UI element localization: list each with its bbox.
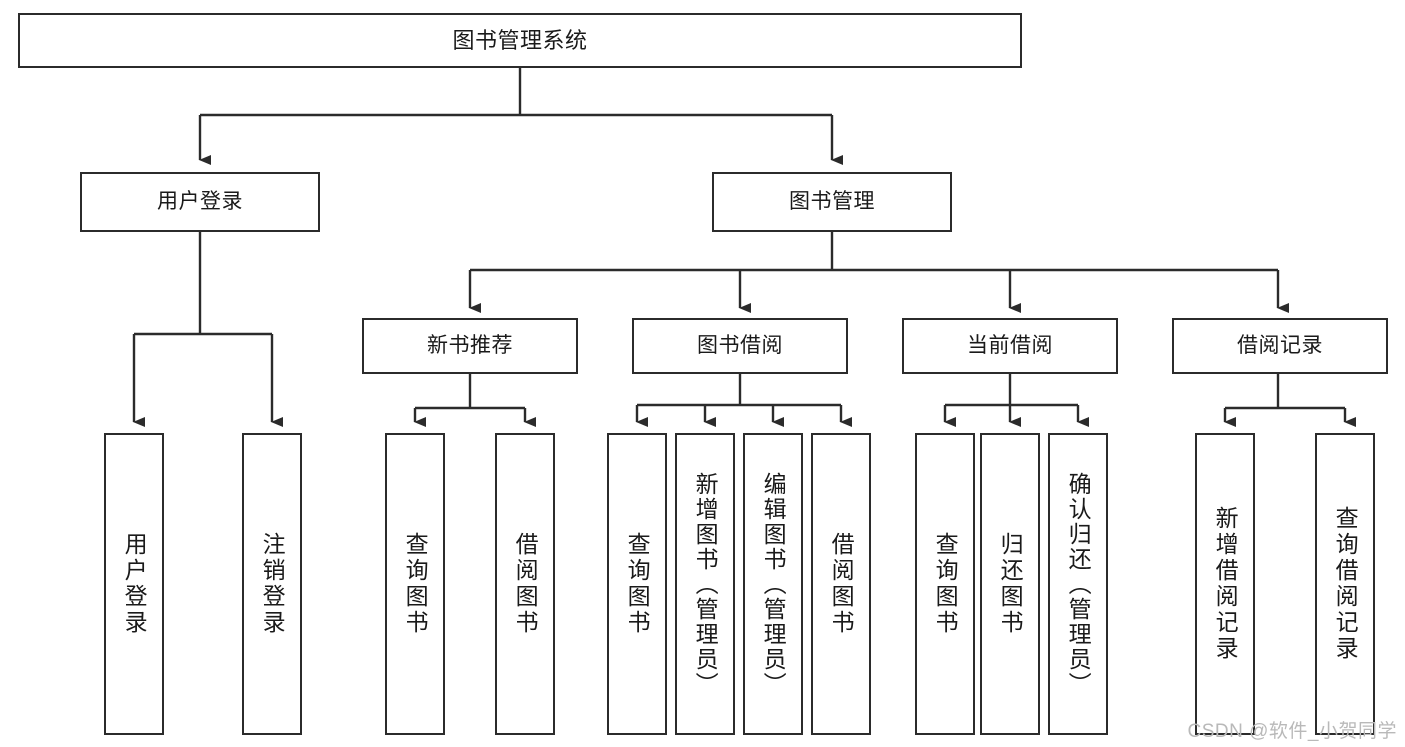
node-label: 新增图书（管理员）: [692, 471, 719, 697]
leaf-return-book[interactable]: 归还图书: [980, 433, 1040, 735]
node-label: 用户登录: [157, 189, 243, 213]
leaf-user-logout[interactable]: 注销登录: [242, 433, 302, 735]
node-label: 编辑图书（管理员）: [760, 471, 787, 697]
node-label: 当前借阅: [967, 333, 1053, 357]
leaf-add-book[interactable]: 新增图书（管理员）: [675, 433, 735, 735]
leaf-edit-book[interactable]: 编辑图书（管理员）: [743, 433, 803, 735]
node-label: 图书管理系统: [452, 27, 588, 53]
node-label: 新增借阅记录: [1212, 506, 1239, 662]
node-root-system[interactable]: 图书管理系统: [18, 13, 1022, 68]
node-current-borrow[interactable]: 当前借阅: [902, 318, 1118, 374]
csdn-watermark: CSDN @软件_小贺同学: [1187, 721, 1397, 742]
node-label: 借阅图书: [828, 532, 855, 636]
node-label: 新书推荐: [427, 333, 513, 357]
node-book-management[interactable]: 图书管理: [712, 172, 952, 232]
node-label: 注销登录: [259, 532, 286, 636]
node-label: 查询图书: [932, 532, 959, 636]
node-label: 查询图书: [402, 532, 429, 636]
node-borrow-record[interactable]: 借阅记录: [1172, 318, 1388, 374]
node-label: 图书管理: [789, 189, 875, 213]
node-label: 借阅图书: [512, 532, 539, 636]
node-new-book-recommend[interactable]: 新书推荐: [362, 318, 578, 374]
leaf-borrow-book[interactable]: 借阅图书: [811, 433, 871, 735]
node-book-borrow[interactable]: 图书借阅: [632, 318, 848, 374]
leaf-query-book-recommend[interactable]: 查询图书: [385, 433, 445, 735]
leaf-add-borrow-record[interactable]: 新增借阅记录: [1195, 433, 1255, 735]
leaf-query-book-borrow[interactable]: 查询图书: [607, 433, 667, 735]
node-user-login[interactable]: 用户登录: [80, 172, 320, 232]
node-label: 查询图书: [624, 532, 651, 636]
node-label: 确认归还（管理员）: [1065, 471, 1092, 697]
leaf-confirm-return[interactable]: 确认归还（管理员）: [1048, 433, 1108, 735]
node-label: 借阅记录: [1237, 333, 1323, 357]
node-label: 查询借阅记录: [1332, 506, 1359, 662]
node-label: 用户登录: [121, 532, 148, 636]
leaf-query-borrow-record[interactable]: 查询借阅记录: [1315, 433, 1375, 735]
node-label: 图书借阅: [697, 333, 783, 357]
leaf-borrow-book-recommend[interactable]: 借阅图书: [495, 433, 555, 735]
leaf-user-login[interactable]: 用户登录: [104, 433, 164, 735]
node-label: 归还图书: [997, 532, 1024, 636]
leaf-query-book-current[interactable]: 查询图书: [915, 433, 975, 735]
